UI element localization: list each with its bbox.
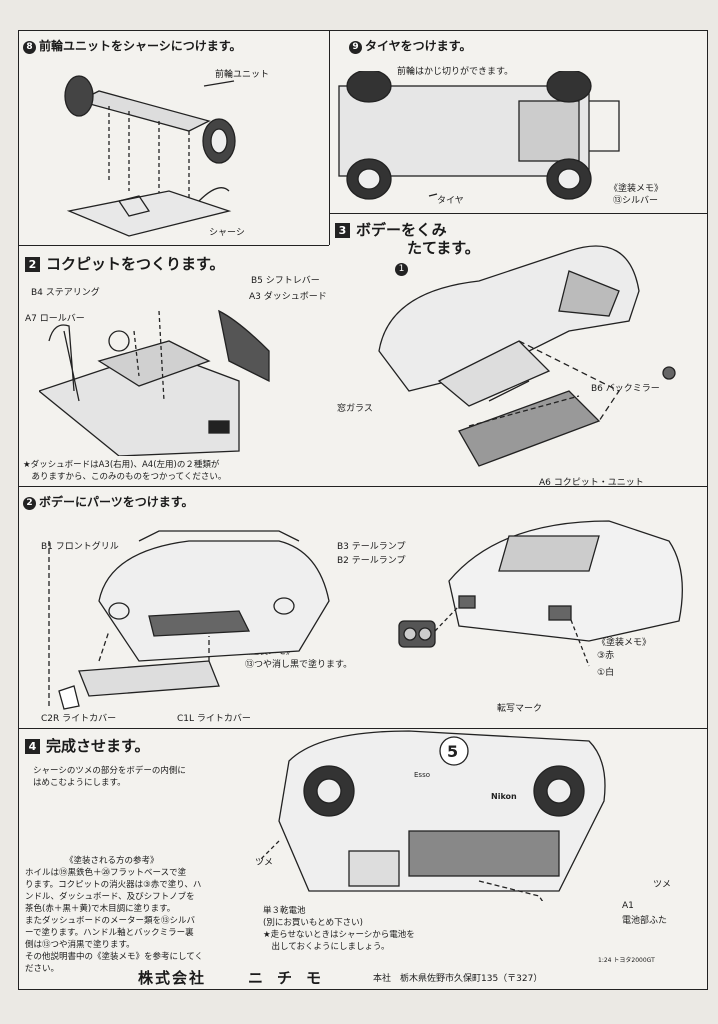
label-tire: タイヤ xyxy=(437,196,464,206)
paint-silver-label: ⑬シルバー xyxy=(613,196,659,206)
label-chassis: シャーシ xyxy=(209,228,245,238)
label-window: 窓ガラス xyxy=(337,404,373,414)
label-b1: B1 フロントグリル xyxy=(41,542,119,552)
label-c1l: C1L ライトカバー xyxy=(177,714,251,724)
label-tsume-right: ツメ xyxy=(653,880,672,890)
divider xyxy=(19,486,707,487)
label-a7: A7 ロールバー xyxy=(25,314,85,324)
company-type: 株式会社 xyxy=(138,969,207,987)
label-decal: 転写マーク xyxy=(497,704,543,714)
esso-decal: Esso xyxy=(414,771,430,779)
company-name: ニチモ xyxy=(248,969,336,987)
step2b-rear-illustration xyxy=(398,520,683,667)
car-number: 5 xyxy=(447,742,458,761)
paint-memo-label: 《塗装メモ》 xyxy=(609,184,664,194)
painting-reference: 《塗装される方の参考》 ホイルは⑲黒鉄色＋⑳フラットベースで塗 ります。コクピッ… xyxy=(25,856,203,974)
label-b2: B2 テールランプ xyxy=(337,556,406,566)
step4-illustration: 5 Esso Nikon xyxy=(259,730,606,901)
paint-memo-label: 《塗装メモ》 xyxy=(597,638,652,648)
label-battery-cover: 電池部ふた xyxy=(622,916,668,926)
step3-title-line2: たてます。 xyxy=(407,239,480,257)
divider xyxy=(19,245,329,246)
label-b5: B5 シフトレバー xyxy=(251,276,320,286)
paint-red-label: ③赤 xyxy=(597,651,615,661)
nikon-decal: Nikon xyxy=(491,792,517,801)
label-tsume-left: ツメ xyxy=(255,858,274,868)
step9-illustration xyxy=(338,71,620,200)
step4-description: シャーシのツメの部分をボデーの内側に はめこむようにします。 xyxy=(33,766,186,788)
step2-illustration xyxy=(39,309,270,456)
step3-illustration xyxy=(378,245,676,467)
scale-label: 1:24 トヨタ2000GT xyxy=(598,957,655,964)
label-b4: B4 ステアリング xyxy=(31,288,100,298)
footer: 株式会社 ニチモ 本社 栃木県佐野市久保町135（〒327） xyxy=(18,965,708,990)
label-c2r: C2R ライトカバー xyxy=(41,714,117,724)
step2-note: ★ダッシュボードはA3(右用)、A4(左用)の２種類が ありますから、このみのも… xyxy=(23,460,227,482)
label-b3: B3 テールランプ xyxy=(337,542,406,552)
step9-note: 前輪はかじ切りができます。 xyxy=(397,67,514,77)
divider xyxy=(19,728,707,729)
label-b6: B6 バックミラー xyxy=(591,384,660,394)
paint-black-label: ⑬つや消し黒で塗ります。 xyxy=(245,660,353,670)
divider xyxy=(329,213,707,214)
label-a1: A1 xyxy=(622,901,634,911)
label-a3: A3 ダッシュボード xyxy=(249,292,327,302)
battery-note: 単３乾電池 (別にお買いもとめ下さい) ★走らせないときはシャーシから電池を 出… xyxy=(263,906,415,952)
label-front-unit: 前輪ユニット xyxy=(215,70,270,80)
step2b-front-illustration xyxy=(48,530,330,710)
label-a6: A6 コクピット・ユニット xyxy=(539,478,644,488)
company-address: 本社 栃木県佐野市久保町135（〒327） xyxy=(373,974,543,984)
step3-sub-number: 1 xyxy=(395,263,411,276)
divider xyxy=(329,31,330,245)
step8-illustration xyxy=(64,75,236,237)
paint-white-label: ①白 xyxy=(597,668,615,678)
